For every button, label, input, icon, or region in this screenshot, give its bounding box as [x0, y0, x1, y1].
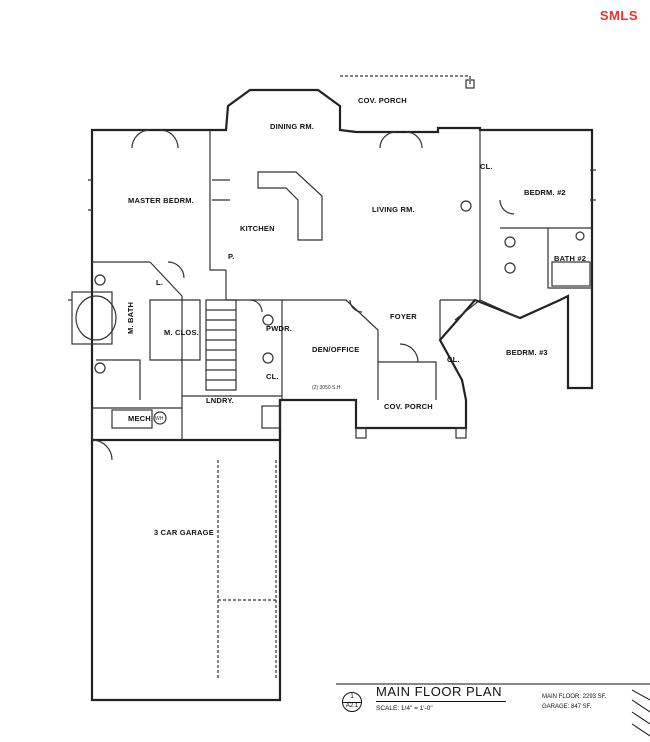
label-laundry: LNDRY.: [206, 396, 235, 405]
tb-corner: [631, 689, 650, 737]
exterior-wall: [90, 88, 594, 702]
note-den-window: (2) 3050 S.H.: [312, 385, 342, 391]
label-den-office: DEN/OFFICE: [312, 345, 360, 354]
main-floor-area: MAIN FLOOR: 2293 SF.: [542, 694, 607, 700]
label-cov-porch-front: COV. PORCH: [384, 402, 433, 411]
label-garage: 3 CAR GARAGE: [154, 528, 214, 537]
label-closet-b3: CL.: [447, 355, 460, 364]
label-closet-foyer: CL.: [266, 372, 279, 381]
label-mech: MECH.: [128, 414, 154, 423]
note-water-heater: WH: [155, 416, 164, 422]
label-bedroom-3: BEDRM. #3: [506, 348, 548, 357]
label-living: LIVING RM.: [372, 205, 415, 214]
watermark-logo: SMLS: [599, 8, 638, 23]
label-master-bedroom: MASTER BEDRM.: [128, 196, 194, 205]
plan-title: MAIN FLOOR PLAN: [376, 684, 502, 699]
label-linen: L.: [156, 278, 164, 287]
sheet-number: 1: [350, 694, 354, 700]
garage-wall: [92, 400, 282, 442]
sheet-marker: 1 A2.1: [342, 692, 362, 712]
label-kitchen: KITCHEN: [240, 224, 275, 233]
label-master-closet: M. CLOS.: [164, 328, 199, 337]
label-master-bath: M. BATH: [126, 301, 135, 334]
garage-area: GARAGE: 847 SF.: [542, 704, 592, 710]
sheet-id: A2.1: [345, 703, 359, 709]
label-foyer: FOYER: [390, 312, 417, 321]
label-closet-b2: CL.: [480, 162, 493, 171]
plan-scale: SCALE: 1/4" = 1'-0": [376, 705, 433, 712]
label-cov-porch-top: COV. PORCH: [358, 96, 407, 105]
label-bedroom-2: BEDRM. #2: [524, 188, 566, 197]
title-block: 1 A2.1 MAIN FLOOR PLAN SCALE: 1/4" = 1'-…: [342, 684, 648, 740]
label-powder: PWDR.: [266, 324, 292, 333]
label-pantry: P.: [228, 252, 235, 261]
label-bath-2: BATH #2: [554, 254, 587, 263]
label-dining: DINING RM.: [270, 122, 315, 131]
